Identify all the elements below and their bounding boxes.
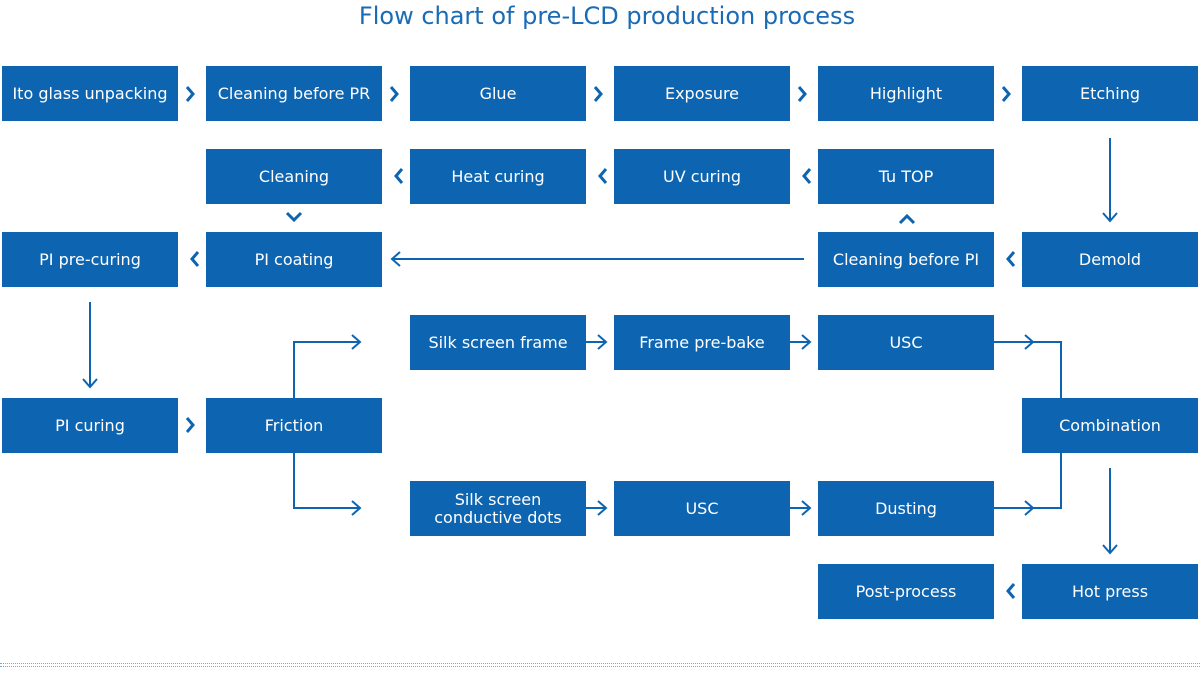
arrow-head-right-icon bbox=[801, 500, 812, 516]
arrow-head-right-icon bbox=[597, 334, 608, 350]
step-dusting: Dusting bbox=[818, 481, 994, 536]
step-pi-pre-curing: PI pre-curing bbox=[2, 232, 178, 287]
arrow-usc-combination bbox=[994, 341, 1062, 398]
step-combination: Combination bbox=[1022, 398, 1198, 453]
arrow-head-right-icon bbox=[351, 334, 362, 350]
arrow-head-right-icon bbox=[1024, 334, 1035, 350]
arrow-dusting-combination bbox=[994, 453, 1062, 509]
chevron-right-icon bbox=[185, 86, 195, 102]
chevron-right-icon bbox=[1001, 86, 1011, 102]
step-post-process: Post-process bbox=[818, 564, 994, 619]
step-usc-top: USC bbox=[818, 315, 994, 370]
chevron-left-icon bbox=[394, 168, 404, 184]
chevron-right-icon bbox=[389, 86, 399, 102]
step-pi-coating: PI coating bbox=[206, 232, 382, 287]
step-etching: Etching bbox=[1022, 66, 1198, 121]
arrow-head-right-icon bbox=[801, 334, 812, 350]
step-pi-curing: PI curing bbox=[2, 398, 178, 453]
chevron-left-icon bbox=[1006, 251, 1016, 267]
chevron-right-icon bbox=[797, 86, 807, 102]
arrow-head-down-icon bbox=[1102, 544, 1118, 555]
page-title: Flow chart of pre-LCD production process bbox=[358, 2, 856, 30]
step-usc-bottom: USC bbox=[614, 481, 790, 536]
step-glue: Glue bbox=[410, 66, 586, 121]
arrow-head-down-icon bbox=[82, 378, 98, 389]
arrow-head-left-icon bbox=[390, 251, 401, 267]
step-heat-curing: Heat curing bbox=[410, 149, 586, 204]
step-frame-pre-bake: Frame pre-bake bbox=[614, 315, 790, 370]
step-ito-glass-unpacking: Ito glass unpacking bbox=[2, 66, 178, 121]
step-friction: Friction bbox=[206, 398, 382, 453]
step-cleaning: Cleaning bbox=[206, 149, 382, 204]
step-cleaning-before-pr: Cleaning before PR bbox=[206, 66, 382, 121]
arrow-head-down-icon bbox=[1102, 212, 1118, 223]
step-uv-curing: UV curing bbox=[614, 149, 790, 204]
arrow-head-right-icon bbox=[1024, 500, 1035, 516]
arrow-head-right-icon bbox=[351, 500, 362, 516]
footer-divider bbox=[0, 663, 1200, 664]
chevron-down-icon bbox=[285, 211, 303, 223]
step-silk-screen-conductive-dots: Silk screen conductive dots bbox=[410, 481, 586, 536]
arrow-friction-bottom bbox=[293, 453, 360, 509]
arrow-friction-top bbox=[293, 341, 360, 398]
step-cleaning-before-pi: Cleaning before PI bbox=[818, 232, 994, 287]
chevron-left-icon bbox=[598, 168, 608, 184]
step-demold: Demold bbox=[1022, 232, 1198, 287]
chevron-right-icon bbox=[185, 417, 195, 433]
step-exposure: Exposure bbox=[614, 66, 790, 121]
step-tu-top: Tu TOP bbox=[818, 149, 994, 204]
arrow-head-right-icon bbox=[597, 500, 608, 516]
chevron-left-icon bbox=[802, 168, 812, 184]
chevron-up-icon bbox=[898, 213, 916, 225]
chevron-left-icon bbox=[190, 251, 200, 267]
footer-divider bbox=[0, 666, 1200, 667]
step-silk-screen-frame: Silk screen frame bbox=[410, 315, 586, 370]
chevron-left-icon bbox=[1006, 583, 1016, 599]
step-hot-press: Hot press bbox=[1022, 564, 1198, 619]
chevron-right-icon bbox=[593, 86, 603, 102]
step-highlight: Highlight bbox=[818, 66, 994, 121]
